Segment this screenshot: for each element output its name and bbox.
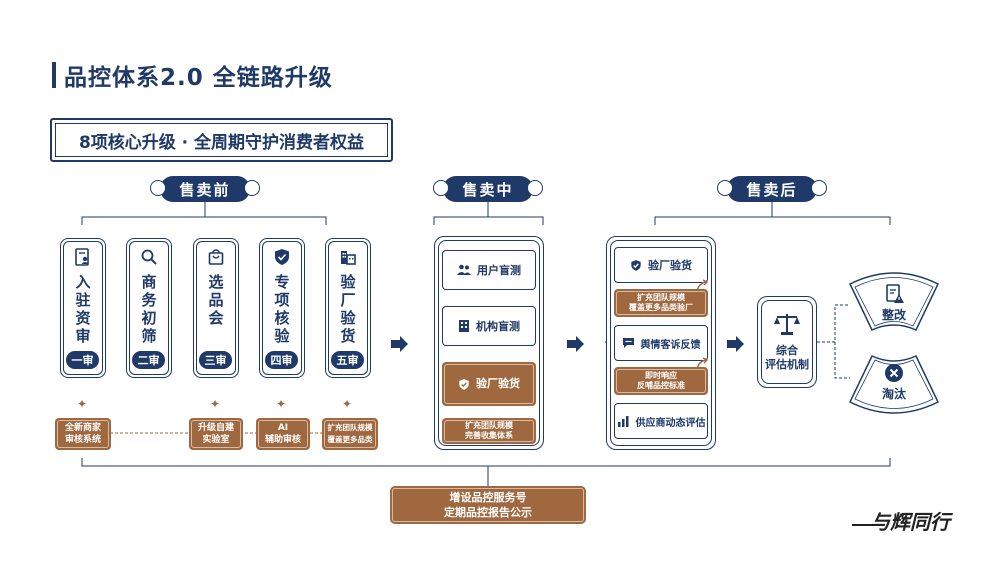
mid-bracket xyxy=(433,216,544,225)
mid-user-test: 用户盲测 xyxy=(442,250,536,290)
pre-card-4-badge: 四审 xyxy=(265,351,298,369)
title-accent-bar xyxy=(52,62,56,88)
post-supplier: 供应商动态评估 xyxy=(614,403,708,439)
shopping-bag-icon xyxy=(208,249,224,265)
pre-card-5-text: 验厂验货 xyxy=(340,273,356,345)
chat-icon xyxy=(622,338,634,348)
phase-post-label: 售卖后 xyxy=(746,180,798,199)
pre-card-1-badge: 一审 xyxy=(66,351,99,369)
subtitle-text: 8项核心升级 · 全周期守护消费者权益 xyxy=(78,132,365,153)
phase-pre-pill: 售卖前 xyxy=(150,176,260,202)
mid-factory: 验厂验货 xyxy=(442,362,536,406)
pre-card-3-text: 选品会 xyxy=(208,273,224,327)
shield-check-icon xyxy=(631,259,641,271)
pre-card-1: 入驻资审 一审 xyxy=(60,238,106,378)
post-factory: 验厂验货 xyxy=(614,247,708,283)
pre-card-5: 验厂验货 五审 xyxy=(325,238,371,378)
scale-balance-icon xyxy=(774,314,800,335)
pre-card-3-badge: 三审 xyxy=(199,351,232,369)
eval-label: 综合评估机制 xyxy=(765,344,809,371)
pre-card-2-text: 商务初筛 xyxy=(141,273,157,345)
close-circle-icon xyxy=(885,364,903,382)
building-icon xyxy=(459,320,469,332)
bottom-service-box: 增设品控服务号定期品控报告公示 xyxy=(390,486,586,524)
document-user-icon xyxy=(75,248,89,266)
mid-inst-test: 机构盲测 xyxy=(442,306,536,346)
pre-card-4-text: 专项核验 xyxy=(274,273,290,345)
post-complaints-note: 即时响应反哺品控标准 xyxy=(614,367,708,395)
document-warning-icon xyxy=(886,284,904,303)
curve-arrow-icon xyxy=(696,357,709,370)
pre-card-5-badge: 五审 xyxy=(331,351,364,369)
mid-factory-note: 扩充团队规模完善收集体系 xyxy=(442,418,536,444)
pre-upgrade-2: 升级自建实验室 xyxy=(189,418,243,450)
flow-arrow-1 xyxy=(391,336,408,352)
phase-pre-label: 售卖前 xyxy=(179,180,231,199)
subtitle-box: 8项核心升级 · 全周期守护消费者权益 xyxy=(50,118,393,162)
rectify-label: 整改 xyxy=(881,308,906,322)
sparkle-icon: ✦ xyxy=(342,397,353,411)
post-complaints: 舆情客诉反馈 xyxy=(614,325,708,361)
pre-card-4: 专项核验 四审 xyxy=(259,238,305,378)
brand-logo: 与辉同行 xyxy=(870,510,950,534)
post-factory-note: 扩充团队规模覆盖更多品类验厂 xyxy=(614,289,708,317)
pre-bracket xyxy=(81,216,327,225)
sparkle-icon: ✦ xyxy=(77,397,88,411)
factory-icon xyxy=(341,251,356,265)
flow-arrow-2 xyxy=(567,336,584,352)
search-icon xyxy=(141,249,157,265)
phase-mid-pill: 售卖中 xyxy=(433,176,543,202)
pre-card-1-text: 入驻资审 xyxy=(75,273,91,345)
eval-box xyxy=(757,296,817,388)
pre-card-3: 选品会 三审 xyxy=(193,238,239,378)
bar-chart-icon xyxy=(617,416,628,427)
page-title: 品控体系2.0 全链路升级 xyxy=(64,65,333,91)
curve-arrow-icon xyxy=(696,279,709,292)
shield-check-icon xyxy=(459,378,469,390)
eliminate-label: 淘汰 xyxy=(881,387,906,401)
sparkle-icon: ✦ xyxy=(276,397,287,411)
pre-card-2-badge: 二审 xyxy=(132,351,165,369)
pre-card-2: 商务初筛 二审 xyxy=(126,238,172,378)
flow-arrow-3 xyxy=(727,336,744,352)
pre-upgrade-4: 扩充团队规模覆盖更多品类 xyxy=(322,418,378,450)
bottom-bracket xyxy=(81,458,891,467)
logo-stroke xyxy=(852,524,872,526)
pre-upgrade-1: 全新商家审核系统 xyxy=(55,418,111,450)
phase-mid-label: 售卖中 xyxy=(462,180,514,199)
users-icon xyxy=(457,264,471,275)
eliminate-fan xyxy=(849,355,939,414)
shield-check-icon xyxy=(275,249,289,265)
post-bracket xyxy=(654,216,891,225)
sparkle-icon: ✦ xyxy=(210,397,221,411)
phase-post-pill: 售卖后 xyxy=(717,176,827,202)
